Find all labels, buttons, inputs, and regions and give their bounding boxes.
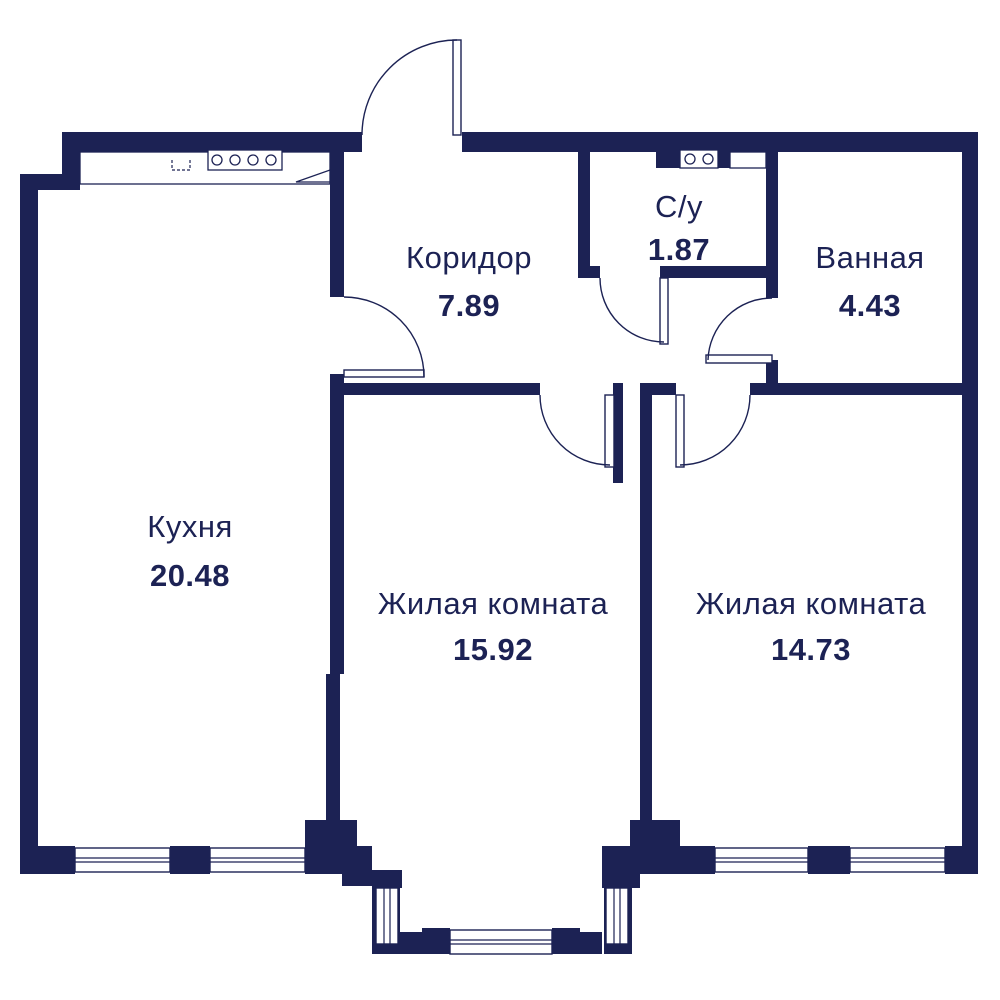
window-icon	[74, 847, 171, 873]
room-area-corridor: 7.89	[438, 288, 500, 323]
room-name-wc: С/у	[655, 189, 703, 224]
exterior-walls	[20, 132, 978, 954]
room-name-kitchen: Кухня	[147, 509, 232, 544]
living1-door	[539, 394, 615, 468]
sink-icon	[656, 149, 767, 169]
fridge-icon	[295, 169, 331, 183]
room-name-corridor: Коридор	[406, 240, 532, 275]
room-area-wc: 1.87	[648, 232, 710, 267]
stove-icon	[207, 149, 283, 171]
interior-walls	[326, 152, 962, 847]
window-icon	[375, 887, 399, 945]
room-area-bathroom: 4.43	[839, 288, 901, 323]
window-icon	[714, 847, 809, 873]
room-name-living-1: Жилая комната	[378, 586, 609, 621]
bathroom-door	[705, 297, 773, 364]
window-icon	[449, 929, 553, 955]
entrance-door	[361, 39, 462, 136]
wc-door	[599, 277, 669, 345]
window-icon	[209, 847, 306, 873]
room-name-bathroom: Ванная	[815, 240, 924, 275]
room-name-living-2: Жилая комната	[696, 586, 927, 621]
window-icon	[605, 887, 629, 945]
living2-door	[675, 394, 751, 468]
room-area-living-2: 14.73	[771, 632, 851, 667]
kitchen-door	[343, 296, 425, 378]
kitchen-counter-icon	[79, 151, 331, 185]
room-area-kitchen: 20.48	[150, 558, 230, 593]
room-area-living-1: 15.92	[453, 632, 533, 667]
window-icon	[849, 847, 946, 873]
